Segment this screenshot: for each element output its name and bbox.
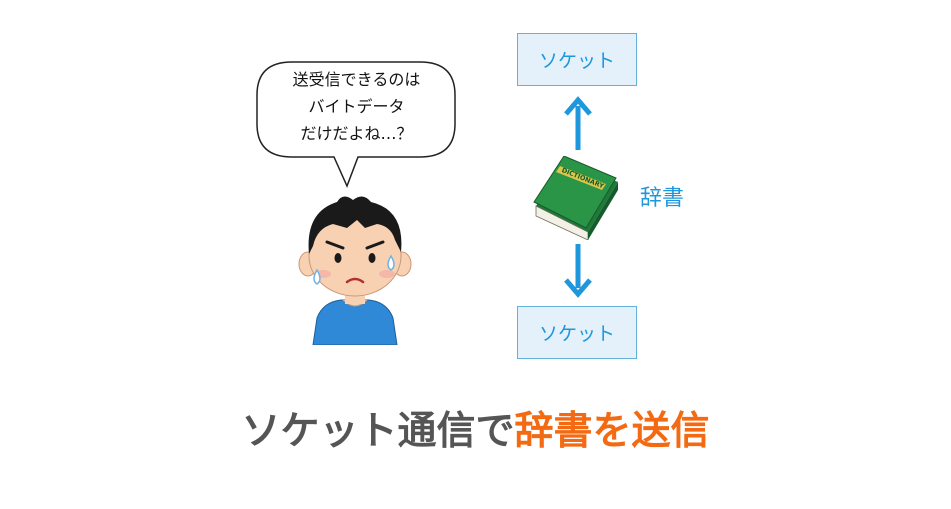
worried-boy-illustration [298,196,412,345]
dictionary-book-icon [533,156,618,240]
caption: ソケット通信で辞書を送信 [0,400,951,456]
socket-box-top: ソケット [517,33,637,86]
bubble-line: 送受信できるのは [292,70,421,89]
dictionary-book-title: DICTIONARY [560,166,605,190]
bubble-line: だけだよね…？ [300,124,413,143]
caption-plain-text: ソケット通信で [241,409,515,454]
socket-box-bottom: ソケット [517,306,637,359]
bubble-line: バイトデータ [308,97,405,116]
book-title-text: DICTIONARY [560,166,605,190]
caption-highlight-text: 辞書を送信 [514,409,710,454]
socket-label: ソケット [538,323,615,345]
dictionary-label: 辞書 [640,186,685,211]
arrow-up-icon [564,96,592,150]
socket-label: ソケット [538,50,615,72]
arrow-down-icon [564,244,592,298]
